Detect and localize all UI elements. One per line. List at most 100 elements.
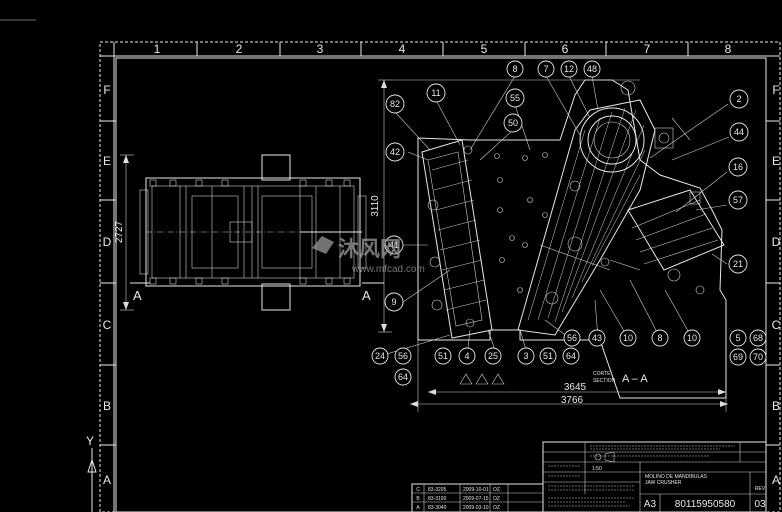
drawing-number: 80115950580	[675, 499, 736, 510]
svg-text:44: 44	[734, 127, 744, 137]
dimension-3645: 3645	[564, 382, 587, 393]
balloon: 70	[749, 348, 767, 366]
section-label-section: SECTION	[593, 378, 616, 384]
outer-frame	[99, 41, 781, 512]
sheet-size: A3	[644, 499, 657, 510]
y-axis-label: Y	[86, 434, 94, 448]
balloon: 25	[484, 347, 502, 365]
inner-frame	[115, 57, 767, 512]
eccentric-bearing	[579, 80, 691, 173]
column-dividers	[196, 42, 689, 56]
watermark: 沐风网 www.mfcad.com	[312, 236, 425, 275]
balloon-leaders	[379, 75, 730, 357]
rev-row-letter: A	[416, 505, 420, 511]
balloon: 7	[537, 60, 555, 78]
svg-text:5: 5	[735, 333, 740, 343]
watermark-url: www.mfcad.com	[351, 264, 425, 275]
section-label-corte: CORTE	[593, 371, 611, 377]
balloon: 3	[517, 347, 535, 365]
row-labels-left: F E D C B A	[103, 83, 112, 487]
svg-text:56: 56	[567, 333, 577, 343]
balloon: 57	[728, 190, 748, 210]
drawing-title-line2: JAW CRUSHER	[645, 480, 682, 486]
row-label-B: B	[103, 399, 111, 413]
svg-text:55: 55	[510, 93, 520, 103]
svg-text:10: 10	[687, 333, 697, 343]
rev-row-code: 83-3205	[428, 487, 447, 493]
svg-text:51: 51	[438, 351, 448, 361]
svg-text:4: 4	[464, 351, 469, 361]
revision-table: C 83-3205 2009-10-01 OZ B 83-3190 2009-0…	[411, 483, 544, 512]
horizontal-dimensions: 3645 3766	[410, 340, 728, 412]
scale-value: 1:50	[592, 466, 602, 472]
svg-text:41: 41	[389, 240, 399, 250]
svg-text:9: 9	[391, 297, 396, 307]
balloon: 51	[434, 347, 452, 365]
svg-text:16: 16	[733, 162, 743, 172]
rev-row-by: OZ	[493, 496, 500, 502]
row-label-A: A	[103, 473, 111, 487]
row-label-right-A: A	[772, 473, 780, 487]
balloon: 8	[651, 329, 669, 347]
svg-text:51: 51	[543, 351, 553, 361]
balloon: 51	[539, 347, 557, 365]
balloon: 10	[619, 329, 637, 347]
rev-row-code: 83-3040	[428, 505, 447, 511]
rev-row-letter: B	[416, 496, 420, 502]
left-top-view: 2727 A	[114, 154, 367, 311]
balloon: 9	[384, 292, 404, 312]
dimension-2727: 2727	[114, 220, 125, 243]
balloon: 21	[728, 254, 748, 274]
balloon: 48	[583, 60, 601, 78]
balloon: 12	[560, 60, 578, 78]
rev-row-date: 2009-03-10	[463, 505, 489, 511]
balloon: 55	[505, 88, 525, 108]
svg-text:57: 57	[733, 195, 743, 205]
balloon: 8	[506, 60, 524, 78]
balloon: 42	[385, 142, 405, 162]
svg-text:68: 68	[753, 333, 763, 343]
balloon: 16	[728, 157, 748, 177]
balloon: 10	[683, 329, 701, 347]
svg-text:12: 12	[564, 64, 574, 74]
revision-number: 03	[754, 499, 766, 510]
col-label-1: 1	[154, 42, 161, 56]
balloon: 5	[729, 329, 747, 347]
row-label-F: F	[103, 83, 110, 97]
rev-row-date: 2009-07-15	[463, 496, 489, 502]
swing-jaw-pitman	[517, 99, 656, 336]
svg-text:43: 43	[592, 333, 602, 343]
balloon: 11	[426, 83, 446, 103]
balloon: 44	[729, 122, 749, 142]
svg-text:50: 50	[508, 118, 518, 128]
balloon: 2	[729, 89, 749, 109]
col-label-2: 2	[236, 42, 243, 56]
svg-text:10: 10	[623, 333, 633, 343]
part-balloons: 8 7 12 48 11 55 50 2 44 16 57 21 82 42 4…	[371, 60, 767, 386]
svg-text:42: 42	[390, 147, 400, 157]
svg-text:69: 69	[733, 352, 743, 362]
svg-text:8: 8	[657, 333, 662, 343]
balloon: 56	[394, 347, 412, 365]
col-label-5: 5	[481, 42, 488, 56]
svg-text:82: 82	[390, 99, 400, 109]
rev-row-by: OZ	[493, 487, 500, 493]
dimension-3766: 3766	[561, 395, 584, 406]
col-label-6: 6	[562, 42, 569, 56]
ucs-axis-indicator: Y	[86, 434, 97, 512]
row-dividers	[100, 120, 780, 446]
row-labels-right: F E D C B A	[772, 83, 781, 487]
svg-text:21: 21	[733, 259, 743, 269]
svg-text:3: 3	[523, 351, 528, 361]
row-label-right-D: D	[772, 235, 781, 249]
dimension-3110: 3110	[370, 195, 381, 217]
col-label-8: 8	[725, 42, 732, 56]
rev-row-by: OZ	[493, 505, 500, 511]
balloon: 69	[729, 348, 747, 366]
row-label-right-B: B	[772, 399, 780, 413]
row-label-right-C: C	[772, 318, 781, 332]
balloon: 43	[588, 329, 606, 347]
fixed-jaw	[421, 139, 493, 339]
rev-header: REV	[755, 486, 766, 492]
